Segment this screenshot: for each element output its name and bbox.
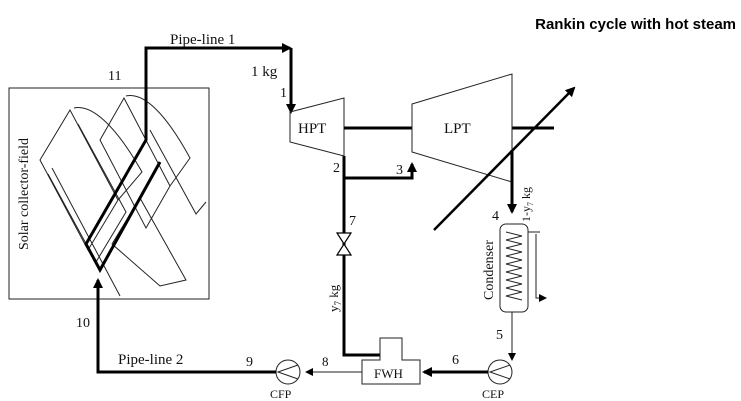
solar-collector-field-box	[8, 87, 210, 300]
state-3-label: 3	[396, 163, 403, 178]
pipe-line-2	[93, 278, 276, 374]
solar-collector-label: Solar collector-field	[17, 138, 32, 250]
state-1-label: 1	[280, 86, 287, 101]
pipe-2-to-3	[342, 156, 417, 180]
condenser-coil	[505, 231, 523, 301]
fwh-label: FWH	[374, 366, 403, 381]
cfp-label: CFP	[270, 387, 292, 401]
diagram-title: Rankin cycle with hot steam	[535, 16, 736, 33]
lpt-label: LPT	[444, 121, 471, 137]
state-4-label: 4	[492, 209, 499, 224]
state-10-label: 10	[76, 316, 90, 331]
state-9-label: 9	[246, 355, 253, 370]
state-7-label: 7	[349, 214, 356, 229]
state-5-label: 5	[496, 328, 503, 343]
throttle-valve	[335, 232, 353, 256]
flow-y7-label: y7 kg	[326, 284, 343, 312]
cep-label: CEP	[482, 387, 504, 401]
state-11-label: 11	[108, 69, 121, 84]
cfp-pump	[275, 359, 301, 385]
diagonal-arrow	[433, 86, 576, 231]
collector-manifold	[84, 106, 162, 274]
flow-1kg-label: 1 kg	[251, 64, 278, 80]
cooling-out	[535, 234, 547, 302]
state-6-label: 6	[452, 353, 459, 368]
flow-1-minus-y7-label: 1-y7 kg	[519, 187, 535, 222]
state-8-label: 8	[322, 354, 329, 369]
pipe-line-1-label: Pipe-line 1	[170, 32, 235, 48]
state-2-label: 2	[333, 161, 340, 176]
pipe-line-1	[144, 43, 292, 106]
pipe-line-2-label: Pipe-line 2	[118, 352, 183, 368]
fwh-heater	[361, 337, 421, 385]
condenser-label: Condenser	[482, 240, 497, 300]
cep-pump-symbol	[488, 364, 511, 380]
hpt-label: HPT	[298, 121, 326, 137]
bleed-line-7	[342, 178, 380, 357]
collector-troughs	[39, 95, 207, 297]
condenser-shell	[499, 223, 529, 313]
cfp-pump-symbol	[276, 364, 299, 380]
cep-pump	[487, 359, 513, 385]
